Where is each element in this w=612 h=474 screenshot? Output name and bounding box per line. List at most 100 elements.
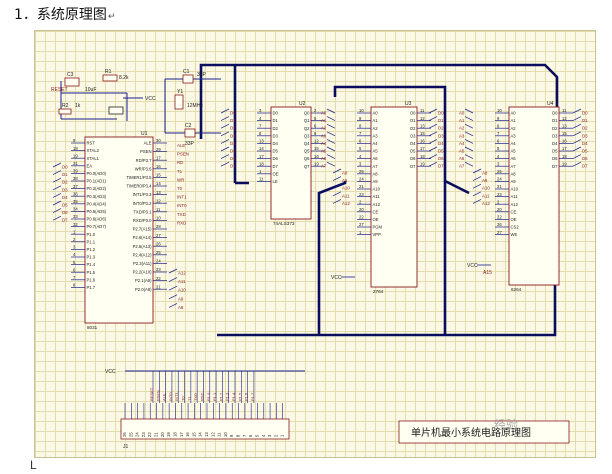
bus-entry: [52, 185, 62, 191]
u1-ctrl-tap: T1: [177, 169, 183, 174]
pin-name: A4: [373, 141, 379, 146]
c3-value: 10uF: [85, 87, 96, 93]
bus-entry: [220, 116, 230, 121]
pin-name: D5: [273, 149, 279, 154]
pin-number: 4: [259, 116, 262, 121]
u3-addr-tap: A0: [321, 111, 327, 116]
pin-number: 12: [156, 198, 161, 203]
u3-data-tap: D4: [438, 141, 444, 146]
u4-data-tap: D1: [582, 118, 588, 123]
connector-signal-label: PSEN: [155, 390, 160, 401]
pin-name: D5: [552, 149, 558, 154]
u2-data-tap: D2: [230, 126, 236, 131]
u3-addr-tap: A3: [321, 133, 327, 138]
pin-number: 15: [156, 173, 161, 178]
pin-number: 10: [497, 108, 502, 113]
pin-name: A10: [511, 187, 519, 192]
bus-entry: [472, 168, 482, 174]
pin-name: RST: [87, 141, 96, 146]
section-heading: 1．系统原理图↵: [14, 7, 116, 23]
y1-label: Y1: [177, 89, 183, 95]
connector-pin-number: 11: [217, 432, 222, 437]
connector-pin-number: 1: [280, 434, 285, 437]
chip-id: U2: [299, 101, 306, 107]
bus-entry: [52, 177, 62, 183]
pin-name: Q2: [304, 126, 310, 131]
bus-entry: [428, 154, 438, 159]
u3-data-tap: D7: [438, 164, 444, 169]
bus-entry: [428, 146, 438, 152]
chip-body: [508, 106, 560, 286]
pin-name: D4: [273, 141, 279, 146]
pin-name: TXD/P3.1: [133, 209, 152, 214]
pin-number: 17: [420, 146, 425, 151]
pin-name: PSEN: [140, 149, 151, 154]
u1-data-tap: D7: [62, 218, 68, 223]
pin-name: P2.1(A9): [135, 278, 152, 283]
pin-number: 2: [497, 199, 500, 204]
u4-addr-tap: A5: [459, 149, 465, 154]
bus-entry: [168, 268, 178, 274]
connector-pin-number: 13: [204, 432, 209, 437]
connector-signal-label: P1.6: [244, 392, 249, 401]
pin-name: Q7: [304, 164, 310, 169]
pin-number: 25: [359, 169, 364, 174]
chip-body: [370, 106, 418, 288]
bus-entry: [464, 116, 474, 121]
pin-number: 9: [359, 116, 362, 121]
pin-number: 11: [420, 108, 425, 113]
bus-entry: [326, 108, 336, 114]
pin-number: 27: [497, 230, 502, 235]
pin-name: A6: [511, 156, 517, 161]
pin-name: OE: [373, 217, 379, 222]
pin-number: 21: [497, 184, 502, 189]
bus-entry: [52, 200, 62, 206]
pin-number: 37: [73, 184, 78, 189]
pin-number: 31: [73, 161, 78, 166]
pin-name: A11: [373, 194, 381, 199]
pin-name: P1.6: [87, 277, 96, 282]
connector-signal-label: TXD: [193, 393, 198, 401]
u3-addr-high-tap: A11: [342, 193, 350, 198]
pin-name: O3: [410, 133, 416, 138]
pin-number: 12: [314, 139, 319, 144]
u4-addr-tap: A7: [459, 164, 465, 169]
pin-number: 13: [259, 139, 264, 144]
connector-signal-label: RXD: [199, 392, 204, 401]
u1-ctrl-tap: RD: [177, 160, 183, 165]
pin-name: A1: [373, 118, 379, 123]
pin-name: XTAL2: [87, 148, 100, 153]
u4-data-tap: D4: [582, 141, 588, 146]
r1-value: 8.2k: [119, 75, 129, 81]
bus-entry: [464, 161, 474, 167]
pin-name: O6: [410, 156, 416, 161]
pin-name: A2: [373, 126, 379, 131]
pin-name: P0.6(AD6): [87, 217, 107, 222]
u1-p2-tap: A11: [178, 279, 186, 284]
pin-name: D6: [552, 156, 558, 161]
pin-name: D2: [552, 126, 558, 131]
pin-number: 22: [156, 276, 161, 281]
pin-name: Q0: [304, 111, 310, 116]
pin-number: 9: [73, 138, 76, 143]
chip-part: 2764: [373, 289, 384, 294]
pin-number: 1: [259, 169, 262, 174]
pin-name: TIMER0/P3.4: [126, 184, 152, 189]
pin-name: RXD/P3.0: [133, 218, 152, 223]
chip-id: U3: [405, 101, 412, 107]
pin-name: D3: [552, 133, 558, 138]
pin-name: D7: [552, 164, 558, 169]
reset-switch: [108, 106, 124, 115]
pin-number: 8: [73, 283, 76, 288]
chip-id: U1: [141, 131, 148, 137]
connector-pin-number: 10: [223, 432, 228, 437]
pin-number: 18: [259, 161, 264, 166]
connector-signal-label: INT0: [168, 392, 173, 401]
u3-data-tap: D5: [438, 149, 444, 154]
pin-name: A9: [511, 179, 517, 184]
pin-name: D0: [552, 111, 558, 116]
bus-entry: [472, 183, 482, 189]
y1-crystal: [174, 94, 184, 110]
